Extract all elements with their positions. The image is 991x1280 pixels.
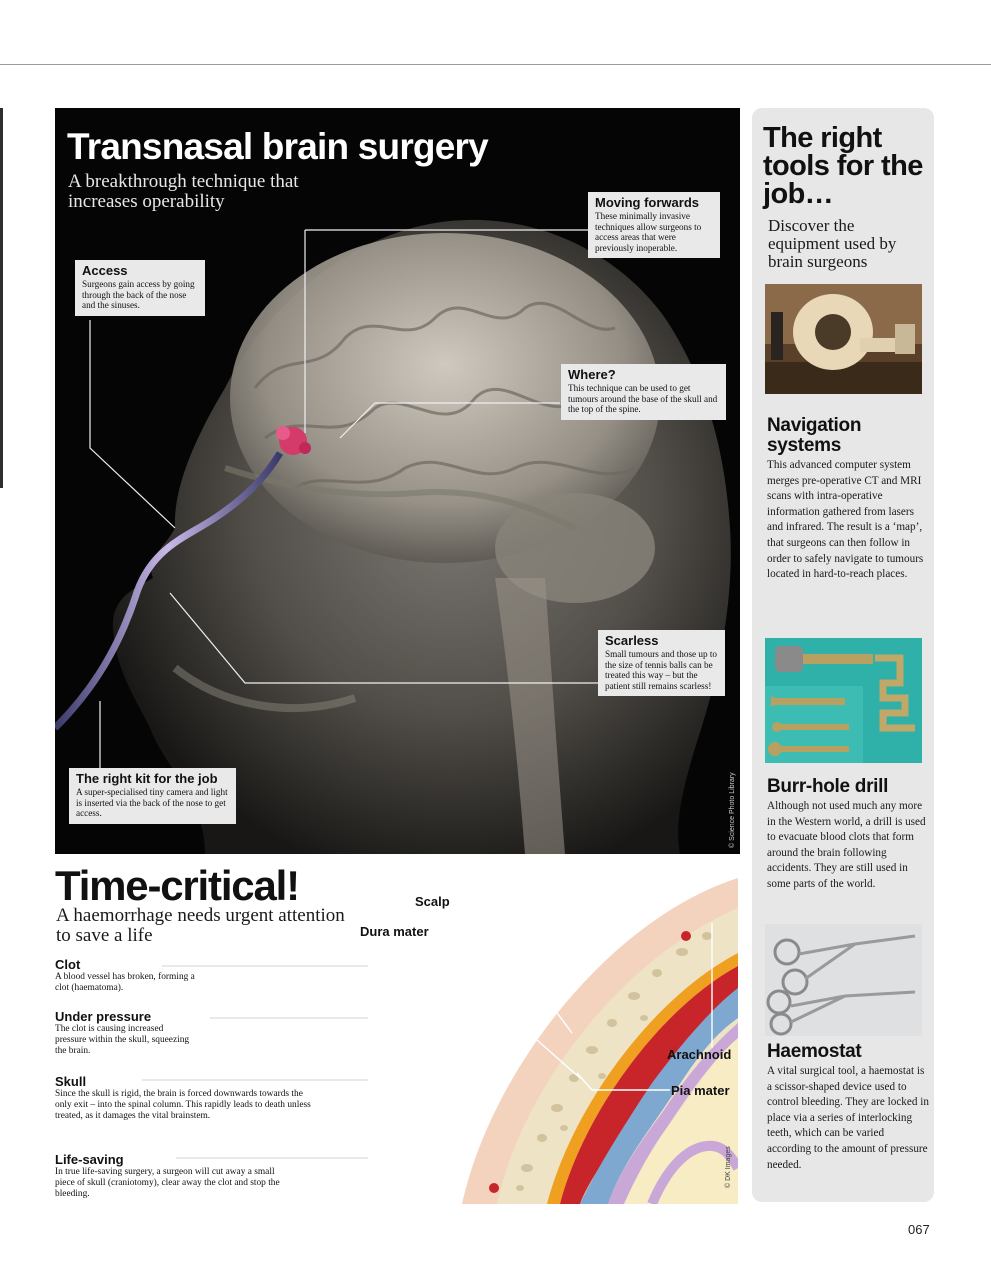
info-body: The clot is causing increased pressure w… — [55, 1024, 190, 1056]
skull-base — [224, 465, 577, 531]
sidebar-title: The right tools for the job… — [763, 122, 923, 210]
info-title: Clot — [55, 957, 81, 972]
callout-title: Scarless — [605, 633, 659, 648]
info-body: Since the skull is rigid, the brain is f… — [55, 1089, 311, 1121]
tools-sidebar: The right tools for the job… Discover th… — [752, 108, 934, 1202]
info-body: In true life-saving surgery, a surgeon w… — [55, 1167, 280, 1199]
callout-title: Moving forwards — [595, 195, 700, 210]
blood-cell — [489, 1183, 499, 1193]
callout-title: The right kit for the job — [76, 771, 218, 786]
blood-cell — [681, 931, 691, 941]
heading-burr-hole-drill: Burr-hole drill — [767, 776, 889, 797]
callout-right-kit: The right kit for the job A super-specia… — [69, 768, 236, 824]
text-burr-hole-drill: Although not used much any more in the W… — [767, 800, 926, 890]
page-title: Transnasal brain surgery — [67, 126, 489, 167]
section-title: Time-critical! — [55, 862, 300, 909]
heading-haemostat: Haemostat — [767, 1041, 862, 1062]
text-haemostat: A vital surgical tool, a haemostat is a … — [767, 1065, 929, 1171]
mri-scanner-photo — [765, 284, 922, 394]
heading-navigation-systems: Navigation systems — [767, 415, 862, 456]
jaw — [172, 664, 357, 712]
burr-hole-drill-photo — [765, 638, 922, 763]
section-subtitle: A haemorrhage needs urgent attention to … — [56, 905, 345, 946]
cerebellum — [495, 493, 655, 603]
diagram-leader-lines — [352, 901, 713, 1159]
brain-fold — [647, 1140, 738, 1204]
info-clot: Clot A blood vessel has broken, forming … — [55, 957, 205, 994]
page-subtitle: A breakthrough technique that increases … — [68, 171, 299, 212]
label-dura-mater: Dura mater — [360, 924, 429, 939]
info-body: A blood vessel has broken, forming a clo… — [55, 972, 195, 993]
label-pia-mater: Pia mater — [671, 1083, 730, 1098]
endoscope-tube — [55, 451, 284, 731]
callout-where: Where? This technique can be used to get… — [561, 364, 726, 420]
callout-body: Small tumours and those up to the size o… — [605, 649, 718, 691]
pia-mater-layer — [608, 1023, 738, 1204]
info-skull: Skull Since the skull is rigid, the brai… — [55, 1074, 313, 1122]
label-scalp: Scalp — [415, 894, 450, 909]
callout-body: This technique can be used to get tumour… — [568, 383, 718, 414]
text-navigation-systems: This advanced computer system merges pre… — [767, 459, 924, 581]
spinal-column — [495, 578, 565, 854]
diagram-credit: © DK Images — [724, 1146, 732, 1188]
label-arachnoid: Arachnoid — [667, 1047, 732, 1062]
sidebar-subtitle: Discover the equipment used by brain sur… — [768, 216, 897, 271]
bone-pores — [516, 932, 712, 1191]
callout-body: Surgeons gain access by going through th… — [82, 279, 195, 310]
surgery-illustration-panel: Transnasal brain surgery A breakthrough … — [55, 108, 740, 854]
info-title: Under pressure — [55, 1009, 152, 1024]
haemorrhage-cross-section: © DK Images — [352, 878, 738, 1204]
callout-title: Where? — [568, 367, 616, 382]
photo-credit: © Science Photo Library — [729, 772, 736, 848]
callout-body: A super-specialised tiny camera and ligh… — [76, 787, 228, 818]
callout-moving-forwards: Moving forwards These minimally invasive… — [588, 192, 720, 258]
brain-tissue — [624, 1038, 738, 1204]
info-leader-lines — [142, 965, 368, 1159]
adjacent-page-edge — [0, 108, 3, 488]
callout-body: These minimally invasive techniques allo… — [595, 211, 702, 253]
info-title: Skull — [55, 1074, 87, 1089]
info-title: Life-saving — [55, 1152, 124, 1167]
arachnoid-layer — [580, 988, 738, 1204]
top-rule — [0, 64, 991, 65]
info-life-saving: Life-saving In true life-saving surgery,… — [55, 1152, 280, 1200]
info-under-pressure: Under pressure The clot is causing incre… — [55, 1009, 190, 1057]
callout-scarless: Scarless Small tumours and those up to t… — [598, 630, 725, 696]
page-number: 067 — [908, 1222, 930, 1237]
haemostat-photo — [765, 924, 922, 1036]
callout-title: Access — [82, 263, 128, 278]
dura-mater-layer — [547, 953, 738, 1204]
callout-access: Access Surgeons gain access by going thr… — [75, 260, 205, 316]
haematoma-clot — [560, 966, 738, 1204]
